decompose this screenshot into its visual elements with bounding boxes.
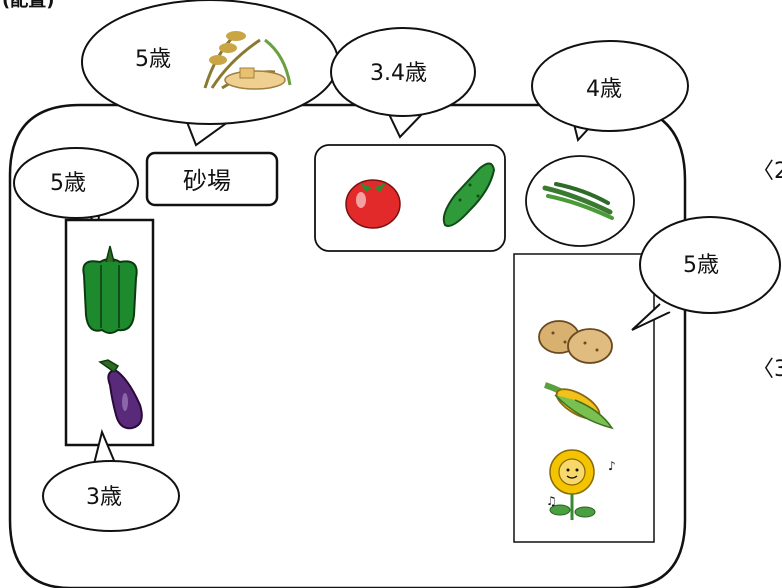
- green-pepper-icon: [82, 245, 138, 334]
- bubble-pepper-eggplant-bottom-label: 3歳: [86, 485, 122, 510]
- bubble-beans-label: 4歳: [586, 77, 622, 102]
- sandbox-label: 砂場: [183, 167, 231, 195]
- bubble-rice: 5歳: [81, 0, 339, 147]
- bubble-tomato-cucumber: 3.4歳: [330, 27, 476, 139]
- header-fragment: (配置): [2, 0, 54, 11]
- cucumber-icon: [442, 162, 496, 227]
- svg-text:♫: ♫: [546, 494, 557, 508]
- tomato-icon: [345, 179, 401, 229]
- bubble-rice-label: 5歳: [135, 47, 171, 72]
- green-beans-icon: [542, 182, 614, 220]
- corn-icon: [544, 382, 614, 430]
- rice-plant-icon: [203, 31, 292, 90]
- eggplant-icon: [98, 359, 143, 430]
- bubble-potato-corn-sunflower: 5歳: [631, 216, 781, 331]
- bubble-tomato-cucumber-label: 3.4歳: [370, 61, 427, 86]
- bubble-pepper-eggplant-bottom: 3歳: [42, 428, 180, 532]
- bubble-beans: 4歳: [531, 40, 689, 143]
- garden-boundary: [8, 103, 687, 588]
- bubble-potato-corn-sunflower-label: 5歳: [683, 253, 719, 278]
- side-mark-3: 〈3: [752, 357, 782, 382]
- bubble-pepper-eggplant-top-label: 5歳: [50, 171, 86, 196]
- bubble-pepper-eggplant-top: 5歳: [13, 147, 139, 231]
- sandbox: [145, 151, 279, 207]
- sunflower-icon: ♫ ♪: [546, 449, 616, 520]
- potato-icon: [538, 320, 613, 364]
- side-mark-2: 〈2: [752, 159, 782, 184]
- svg-text:♪: ♪: [608, 459, 616, 473]
